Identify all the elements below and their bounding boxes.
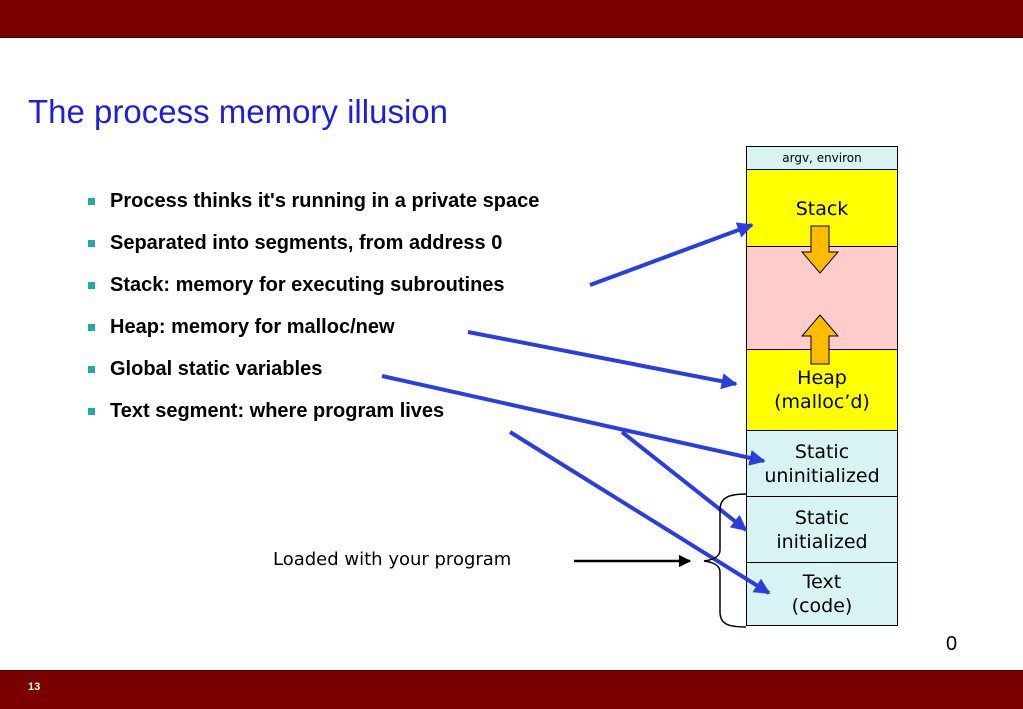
- bullet-heap: Heap: memory for malloc/new: [88, 316, 539, 358]
- segment-label: argv, environ: [782, 151, 862, 165]
- bottom-bar: 13: [0, 670, 1023, 709]
- bullet-marker-icon: [88, 324, 95, 331]
- segment-label-line: initialized: [776, 530, 868, 553]
- bullet-text: Stack: memory for executing subroutines: [110, 274, 505, 296]
- arrow-static-uninitialized: [381, 374, 766, 466]
- bullet-list: Process thinks it's running in a private…: [88, 190, 539, 442]
- stack-growth-down-arrow-icon: [800, 225, 840, 274]
- bullet-marker-icon: [88, 198, 95, 205]
- segment-label: Stack: [795, 198, 849, 220]
- bullet-text: Process thinks it's running in a private…: [110, 190, 540, 212]
- bullet-stack: Stack: memory for executing subroutines: [88, 274, 539, 316]
- loaded-bracket: [703, 493, 747, 628]
- bullet-global-static: Global static variables: [88, 358, 539, 400]
- segment-label: Heap(malloc’d): [774, 366, 870, 414]
- arrow-text: [508, 430, 771, 595]
- bullet-marker-icon: [88, 282, 95, 289]
- segment-argv-environ: argv, environ: [746, 146, 898, 170]
- slide-number: 13: [28, 681, 41, 693]
- segment-label-line: (code): [791, 595, 853, 617]
- slide-title: The process memory illusion: [28, 93, 448, 130]
- bullet-marker-icon: [88, 366, 95, 373]
- bullet-marker-icon: [88, 408, 95, 415]
- bullet-private-space: Process thinks it's running in a private…: [88, 190, 539, 232]
- segment-label-line: Static: [794, 440, 850, 463]
- segment-label-line: uninitialized: [764, 464, 880, 487]
- heap-growth-up-arrow-icon: [800, 314, 840, 365]
- arrow-static-initialized: [620, 430, 748, 532]
- segment-label-line: Heap: [797, 367, 847, 389]
- bullet-text: Global static variables: [110, 358, 323, 380]
- segment-text-code: Text(code): [746, 562, 898, 626]
- bullet-text: Text segment: where program lives: [110, 400, 445, 422]
- arrow-heap: [467, 330, 738, 390]
- segment-label-line: Text: [802, 571, 842, 593]
- bullet-segments: Separated into segments, from address 0: [88, 232, 539, 274]
- loaded-with-program-label: Loaded with your program: [273, 549, 512, 570]
- address-zero-label: 0: [946, 633, 958, 655]
- segment-label-line: Static: [794, 506, 850, 529]
- segment-label: Text(code): [792, 570, 853, 618]
- bullet-text-segment: Text segment: where program lives: [88, 400, 539, 442]
- segment-label-line: (malloc’d): [774, 391, 870, 413]
- bullet-text: Heap: memory for malloc/new: [110, 316, 395, 338]
- bullet-marker-icon: [88, 240, 95, 247]
- bullet-text: Separated into segments, from address 0: [110, 232, 503, 254]
- arrow-stack: [589, 222, 754, 287]
- top-bar: [0, 0, 1023, 38]
